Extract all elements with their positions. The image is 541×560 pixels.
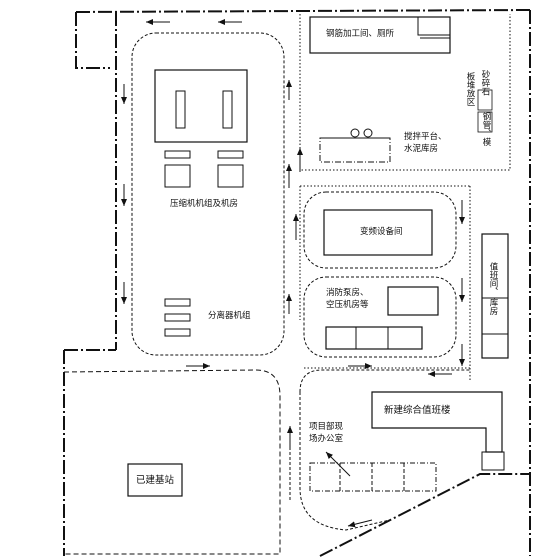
site-boundary [63,9,531,557]
office-zone-outline [299,369,470,531]
new-building [371,391,503,453]
warehouse-label: 库房 [488,298,498,315]
separator-unit [164,298,191,307]
duty-room-building [481,233,509,359]
firepump-area-outline [303,276,457,358]
duty-room-label: 值班间、 [488,262,498,296]
firepump-room [325,326,423,350]
material-area-label: 板堆放区 [465,72,475,106]
compressor-building [154,69,248,143]
vfd-room-label: 变频设备间 [360,227,403,237]
compressor-area-outline [131,32,285,356]
project-office [309,462,437,492]
vfd-area-outline [303,191,457,269]
cement-label: 水泥库房 [404,144,439,154]
material-zone-outline [299,14,511,320]
pipe-stack-label: 钢管、模 [481,112,491,146]
new-building-label: 新建综合值班楼 [384,405,451,416]
vfd-room [323,209,433,256]
compressor-label: 压缩机机组及机房 [170,199,239,209]
separator-label: 分离器机组 [208,311,251,321]
firepump-label-2: 空压机房等 [326,300,369,310]
base-station-zone [63,369,281,555]
office-label-2: 场办公室 [309,434,344,444]
base-station-label: 已建基站 [136,475,175,486]
firepump-label-1: 消防泵房、 [326,288,369,298]
base-station-building [127,463,183,497]
steel-shop-label: 钢筋加工间、厕所 [326,29,395,39]
separator-unit [164,313,191,322]
separator-unit [164,328,191,337]
sand-stone-label: 砂碎石 [480,70,490,96]
traffic-arrows [121,19,465,528]
mixing-label: 搅拌平台、 [404,132,447,142]
office-label-1: 项目部现 [309,422,344,432]
mixing-platform [319,137,391,163]
